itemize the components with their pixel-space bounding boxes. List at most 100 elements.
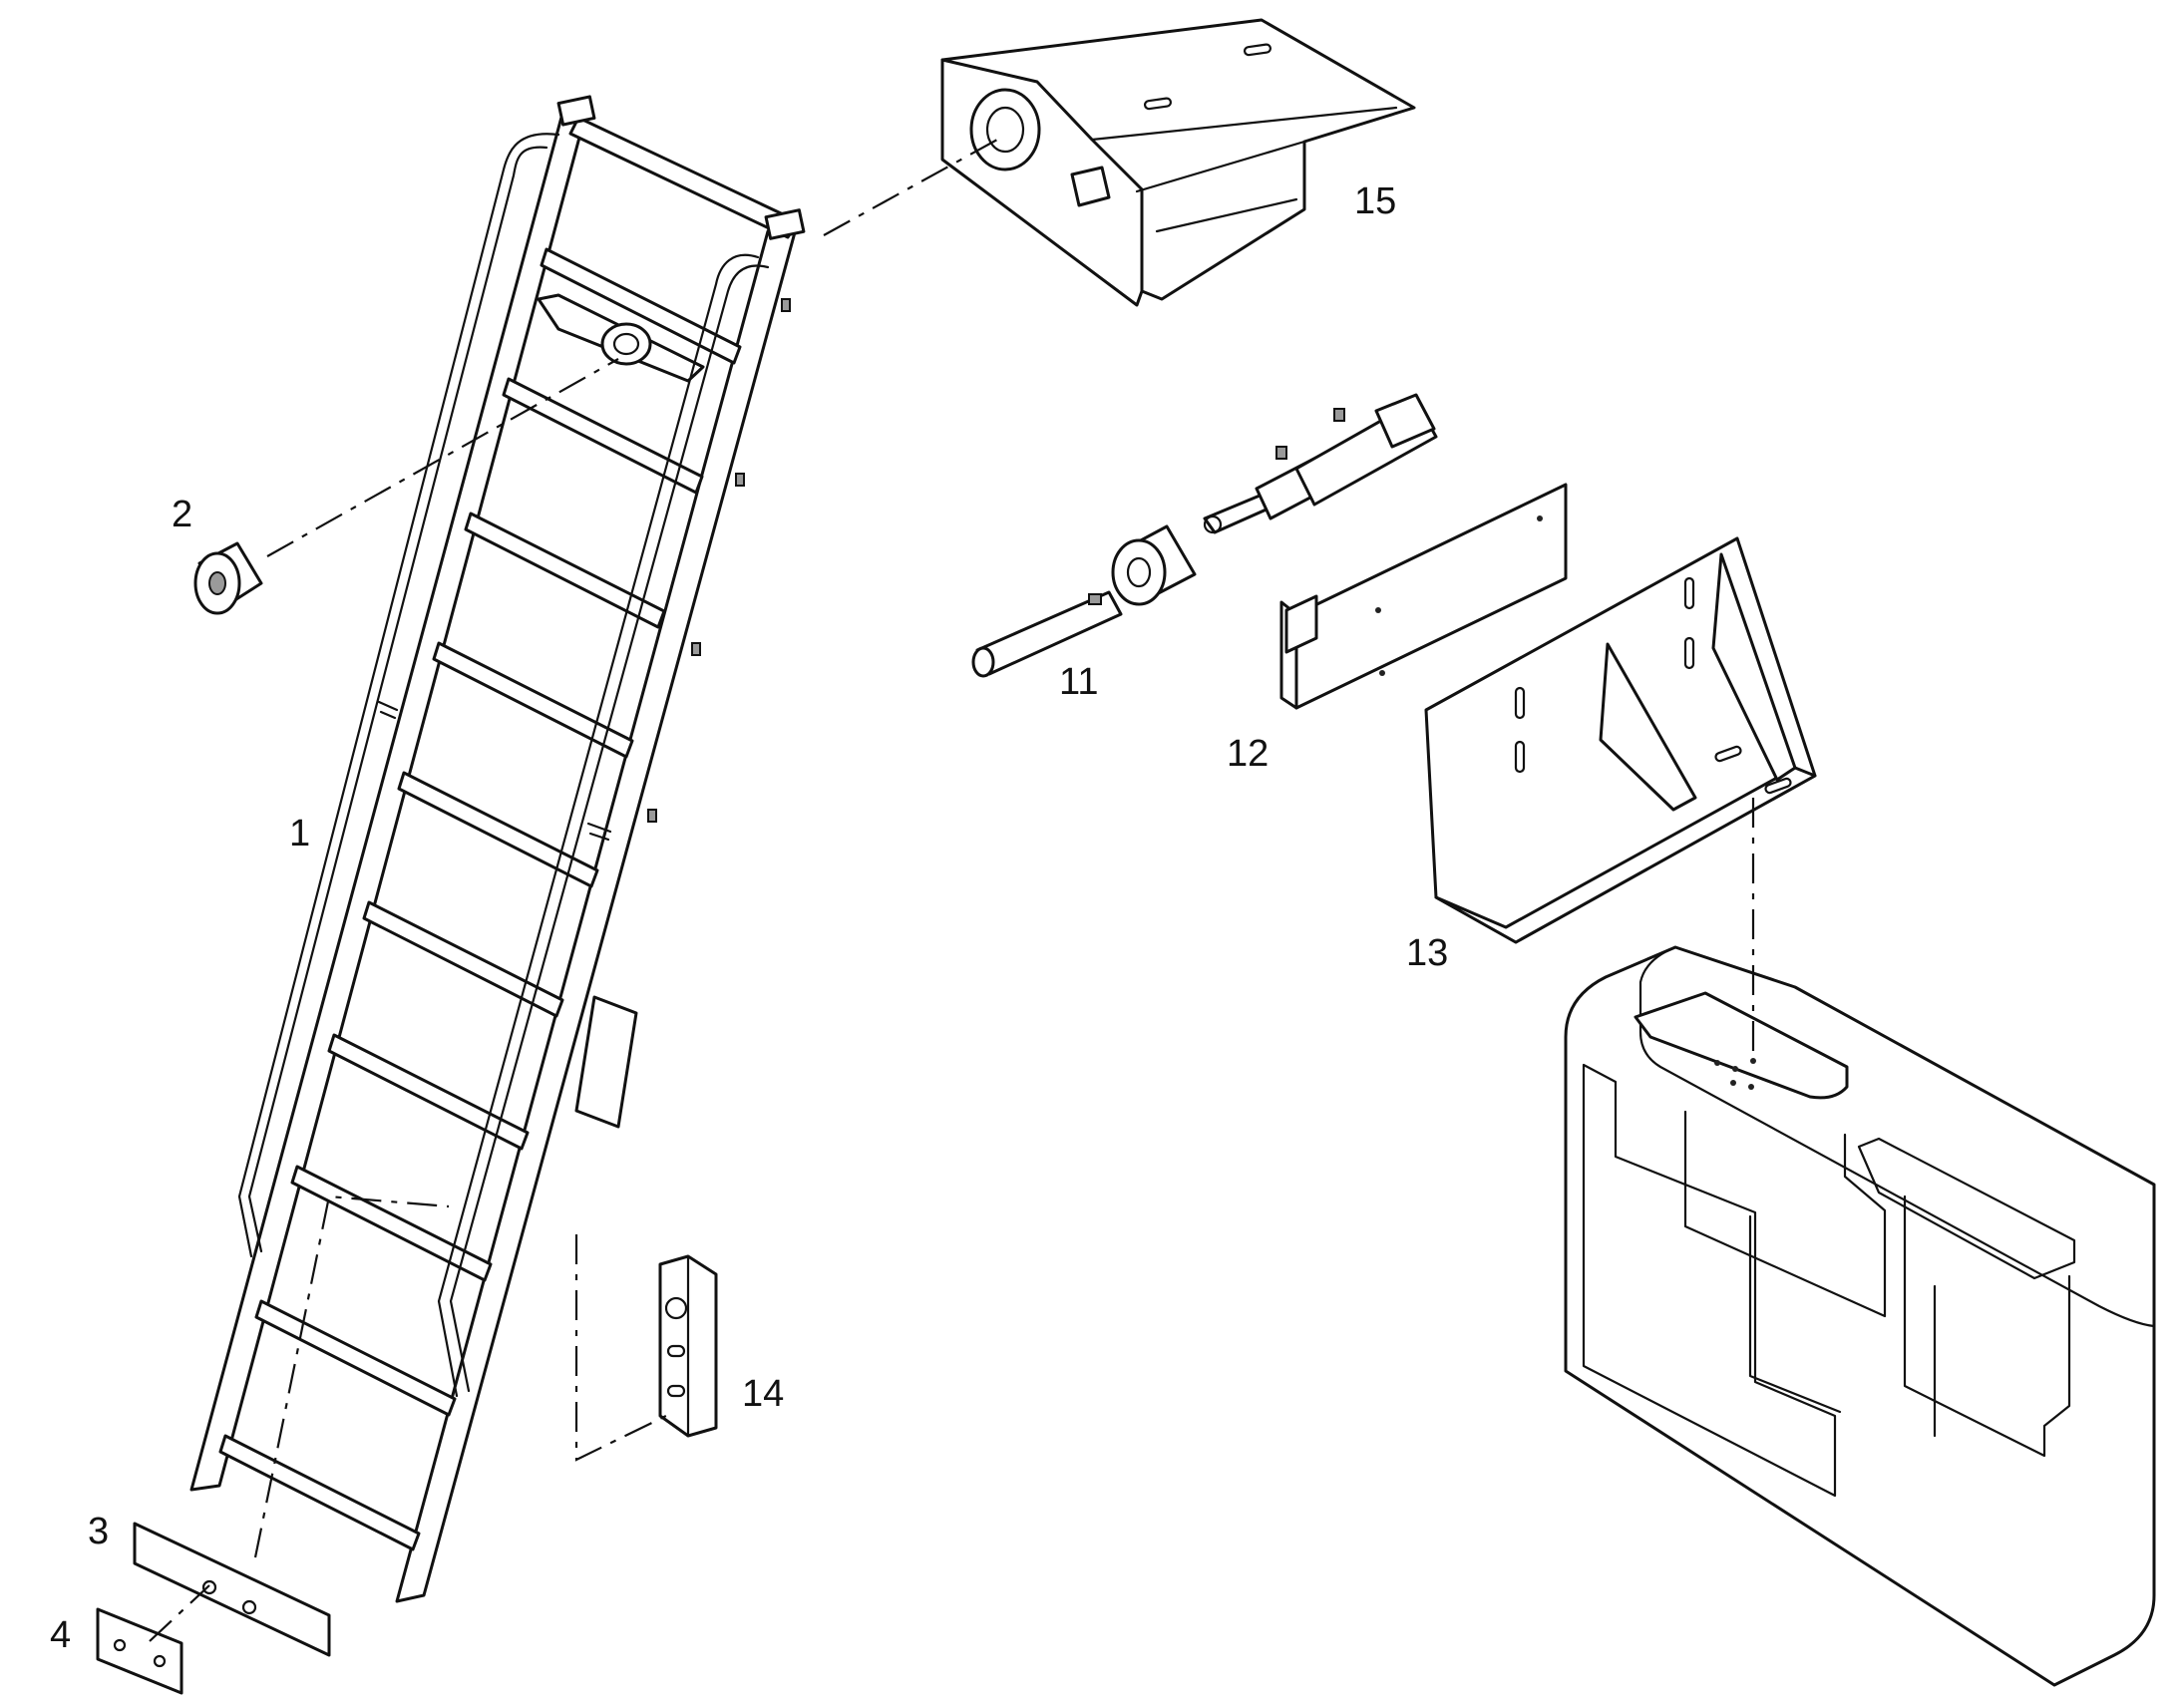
ladder-rungs (218, 247, 742, 1551)
cylinder-port (1333, 408, 1345, 422)
ladder-rung (362, 900, 564, 1018)
frame-top-opening (1857, 1137, 2076, 1280)
ladder-rung (464, 512, 666, 629)
leader-line (574, 1234, 671, 1462)
bracket-slot (1683, 576, 1695, 610)
frame-top-edge (1638, 945, 2156, 1328)
ladder-end-cap (556, 95, 596, 127)
leader-lines (149, 139, 1755, 1642)
bracket-slot (1714, 745, 1742, 763)
ladder-side-plate (574, 995, 638, 1129)
pin-part (971, 590, 1123, 678)
handrail-bracket (586, 822, 612, 842)
leader-line (266, 358, 619, 557)
ladder-left-rail (189, 102, 590, 1492)
bolt (735, 473, 745, 487)
collar-face (1111, 538, 1167, 606)
bushing-part (193, 541, 263, 615)
ladder-rung (502, 377, 704, 495)
leader-line (253, 1195, 450, 1558)
rail-bolts (647, 298, 791, 823)
ladder-hinge-boss (600, 322, 652, 366)
washer-plate-hole (153, 1654, 167, 1668)
hinge-clip-slot (666, 1344, 686, 1358)
bracket-slot (1514, 686, 1526, 720)
frame-window-left (1582, 1063, 1837, 1498)
mount-plate-hole (1379, 670, 1385, 676)
frame-hole (1730, 1080, 1736, 1086)
platform-bracket-rib (1090, 106, 1398, 233)
mount-plate-part (1279, 483, 1568, 710)
frame-hole (1748, 1084, 1754, 1090)
ladder-rung (432, 641, 634, 759)
pin-end (971, 646, 995, 678)
bracket-gusset (1711, 552, 1797, 782)
platform-bracket-part (940, 18, 1416, 307)
callout-bracket: 13 (1406, 932, 1448, 974)
leader-line (823, 139, 998, 236)
washer-plate-body (96, 1607, 183, 1695)
frame-hole (1750, 1058, 1756, 1064)
plate-hole (201, 1579, 217, 1595)
handrail-bracket (377, 700, 399, 720)
frame-window-right (1903, 1195, 2071, 1458)
bracket-slot (1764, 777, 1792, 795)
hinge-clip-slot (666, 1384, 686, 1398)
ladder-rung (327, 1033, 530, 1151)
bracket-part (1424, 536, 1817, 944)
cylinder-part (1203, 393, 1438, 534)
mount-plate-hole (1537, 515, 1543, 521)
frame-outline (1564, 945, 2156, 1687)
frame-top-pad (1634, 991, 1849, 1100)
cylinder-eye-hole (1203, 514, 1223, 534)
ladder-rung (218, 1434, 421, 1551)
cylinder-head (1374, 393, 1436, 449)
callout-pin: 11 (1059, 661, 1098, 703)
mount-plate-tab (1284, 594, 1318, 654)
ladder-end-cap (764, 208, 806, 240)
bushing-bore (208, 571, 226, 595)
plate-body (133, 1522, 331, 1657)
ladder-hinge-bore (612, 332, 640, 356)
bracket-base-flange (1434, 766, 1817, 944)
hinge-clip-part (658, 1254, 718, 1438)
bolt (781, 298, 791, 312)
plate-hole (241, 1599, 257, 1615)
collar-part (1111, 524, 1197, 606)
frame-window-center (1683, 1110, 1887, 1318)
callouts: 1 2 3 4 11 12 13 14 15 (50, 180, 1448, 1656)
frame-inner-edge (1748, 1214, 1937, 1438)
bracket-slot (1683, 636, 1695, 670)
callout-hinge-clip: 14 (742, 1373, 784, 1415)
callout-plate: 3 (88, 1511, 109, 1552)
pin-groove (1088, 593, 1102, 605)
bolt (647, 809, 657, 823)
leader-line (149, 1584, 210, 1642)
bolt (691, 642, 701, 656)
ladder-part (189, 95, 806, 1603)
callout-mount-plate: 12 (1227, 733, 1269, 775)
callout-washer-plate: 4 (50, 1614, 71, 1656)
ladder-left-handrail (237, 133, 560, 1258)
hinge-clip-hole (664, 1296, 688, 1320)
platform-bracket-slot (1143, 97, 1173, 111)
frame-hole (1714, 1060, 1720, 1066)
bracket-slot (1514, 740, 1526, 774)
callout-platform-bracket: 15 (1354, 180, 1396, 222)
washer-plate-hole (113, 1638, 127, 1652)
ladder-top-rung (568, 116, 800, 239)
platform-bracket-slot (1243, 43, 1272, 57)
frame-hole (1732, 1066, 1738, 1072)
bracket-gusset (1599, 642, 1697, 812)
callout-bushing: 2 (172, 494, 192, 535)
ladder-rung (397, 771, 599, 888)
callout-ladder: 1 (289, 813, 310, 854)
washer-plate-part (96, 1607, 183, 1695)
mount-plate-hole (1375, 607, 1381, 613)
ladder-rung (290, 1165, 493, 1282)
ladder-rung (540, 247, 742, 365)
collar-bore (1126, 556, 1152, 588)
platform-bracket-lug (1070, 166, 1111, 207)
platform-bracket-bore (985, 106, 1025, 154)
